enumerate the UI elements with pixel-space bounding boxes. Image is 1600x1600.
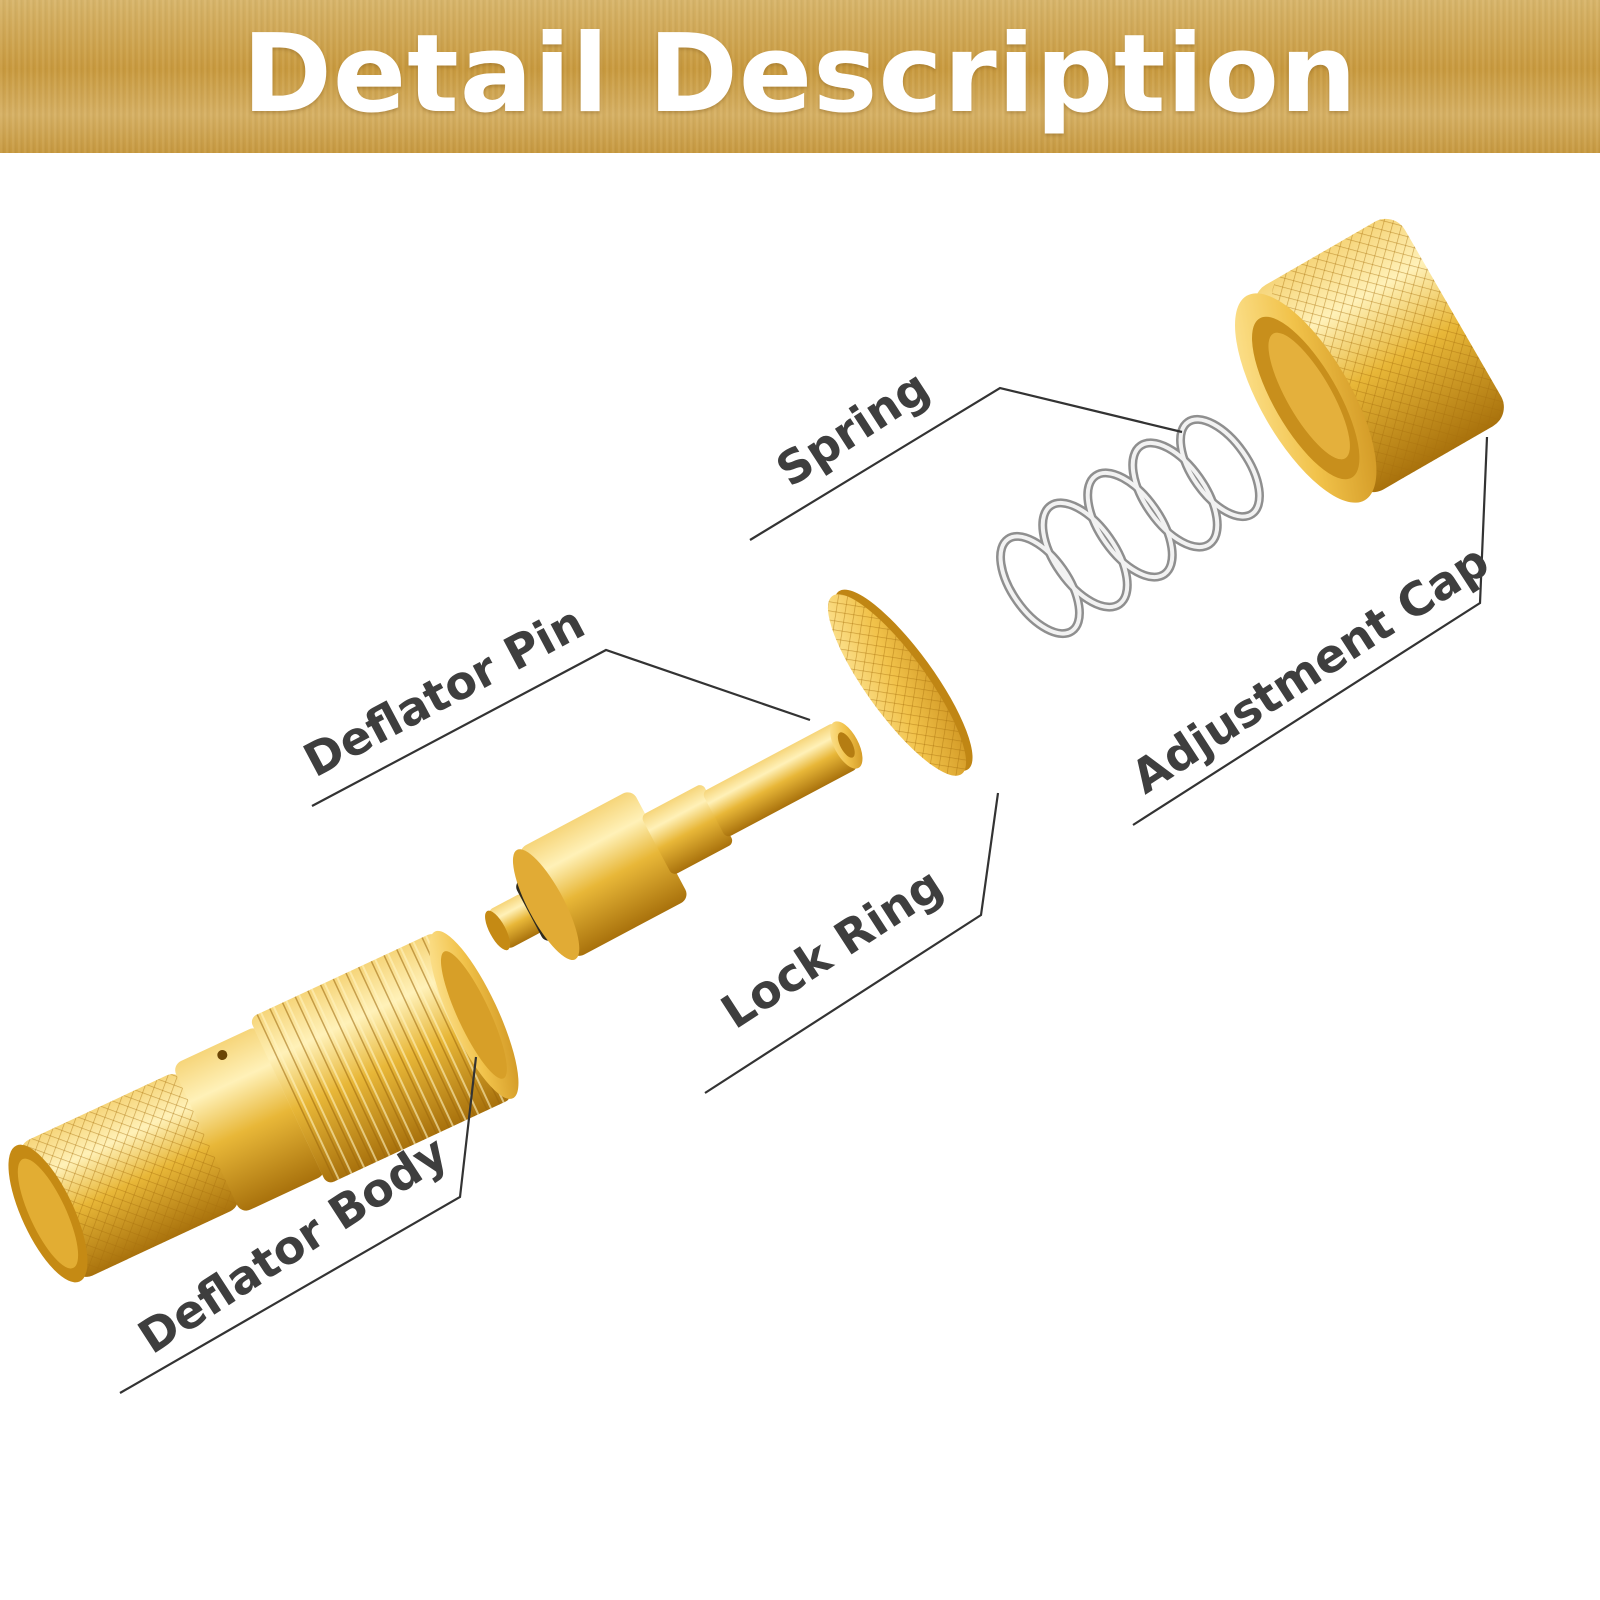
deflator-pin-leader-line xyxy=(311,648,811,807)
spring-part xyxy=(996,414,1264,639)
adjustment-cap-part xyxy=(1235,218,1504,503)
lock-ring-leader-line xyxy=(704,792,1000,1094)
page-title: Detail Description xyxy=(242,12,1358,137)
adjustment-cap-leader-line xyxy=(1132,436,1489,826)
spring-leader-line xyxy=(749,386,1183,541)
title-banner: Detail Description xyxy=(0,0,1600,153)
deflator-pin-part xyxy=(485,721,863,960)
adjustment-cap-label: Adjustment Cap xyxy=(1122,533,1499,804)
deflator-pin-label: Deflator Pin xyxy=(295,595,593,788)
deflator-body-part xyxy=(8,930,519,1283)
deflator-body-leader-line xyxy=(119,1056,478,1394)
lock-ring-part xyxy=(827,589,973,776)
